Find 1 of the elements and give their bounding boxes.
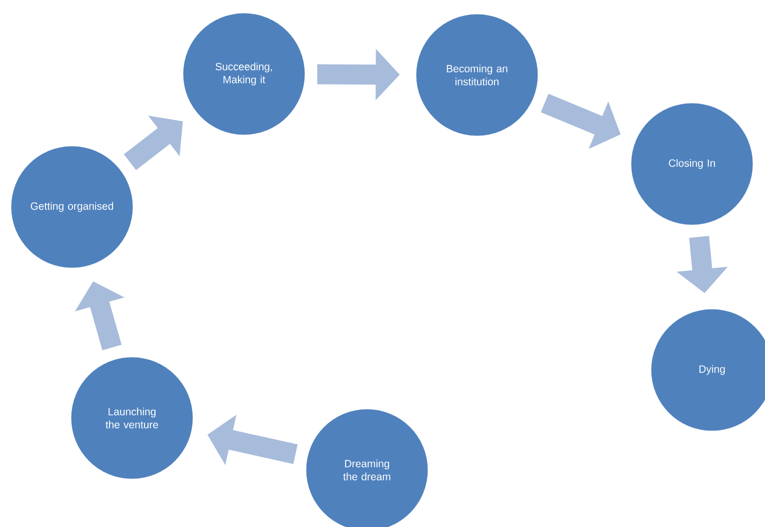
block-arrow (124, 116, 183, 170)
